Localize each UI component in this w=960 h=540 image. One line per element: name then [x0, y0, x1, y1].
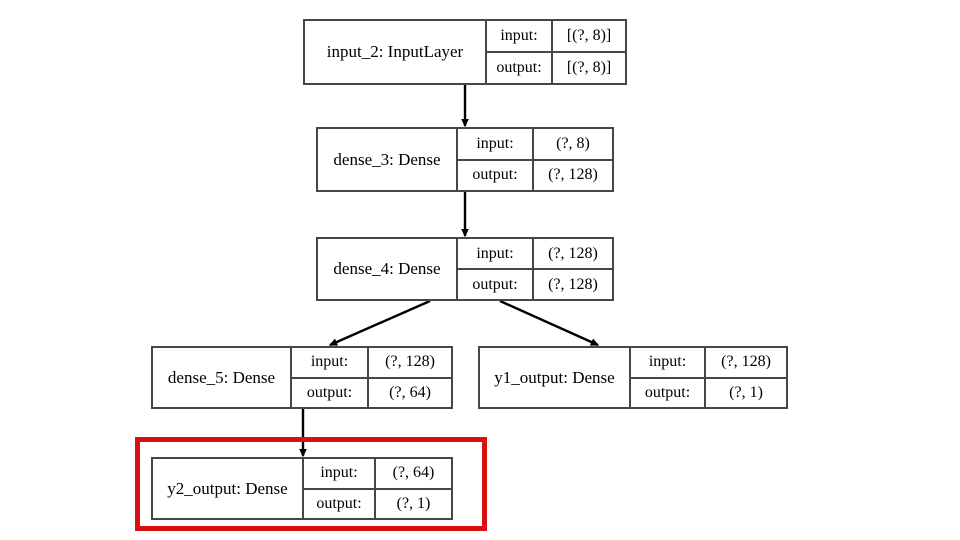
node-y1_output-output-shape: (?, 1) [704, 378, 786, 407]
node-dense_3-input-shape: (?, 8) [532, 129, 612, 159]
node-dense_3-io: input: (?, 8) output: (?, 128) [456, 129, 612, 190]
node-dense_4-output-label: output: [472, 275, 518, 293]
node-dense_4-output-row: output: (?, 128) [458, 270, 612, 299]
node-dense_5-input-shape: (?, 128) [367, 348, 451, 377]
node-dense_5-io: input: (?, 128) output: (?, 64) [290, 348, 451, 407]
node-y1_output-input-label: input: [648, 353, 687, 371]
node-input_2-input-row: input: [(?, 8)] [487, 21, 625, 53]
node-y2_output-input-row: input: (?, 64) [304, 459, 451, 490]
node-y2_output[interactable]: y2_output: Dense input: (?, 64) output: … [151, 457, 453, 520]
node-dense_3-output-shape: (?, 128) [532, 160, 612, 190]
node-dense_4-name: dense_4: Dense [333, 259, 441, 278]
node-dense_5[interactable]: dense_5: Dense input: (?, 128) output: (… [151, 346, 453, 409]
node-y2_output-input-shape: (?, 64) [374, 459, 451, 488]
node-y2_output-name: y2_output: Dense [167, 478, 288, 498]
node-y1_output-input-row: input: (?, 128) [631, 348, 786, 379]
node-dense_3-output-label: output: [472, 166, 518, 184]
node-y2_output-input-label: input: [320, 464, 358, 482]
node-dense_5-name: dense_5: Dense [167, 367, 276, 387]
node-dense_3-input-row: input: (?, 8) [458, 129, 612, 161]
node-input_2-name: input_2: InputLayer [326, 42, 464, 61]
node-input_2-io: input: [(?, 8)] output: [(?, 8)] [485, 21, 625, 83]
node-dense_5-input-label: input: [310, 353, 349, 371]
node-dense_4-output-shape: (?, 128) [532, 270, 612, 299]
node-dense_4-input-shape: (?, 128) [532, 239, 612, 268]
node-y1_output-name: y1_output: Dense [494, 367, 615, 387]
node-input_2[interactable]: input_2: InputLayer input: [(?, 8)] outp… [303, 19, 627, 85]
node-input_2-output-row: output: [(?, 8)] [487, 53, 625, 83]
node-dense_4-input-row: input: (?, 128) [458, 239, 612, 270]
node-y1_output-output-row: output: (?, 1) [631, 378, 786, 407]
node-dense_3-input-label: input: [476, 134, 514, 152]
node-dense_4-io: input: (?, 128) output: (?, 128) [456, 239, 612, 299]
node-y1_output-io: input: (?, 128) output: (?, 1) [629, 348, 786, 407]
node-input_2-output-label: output: [496, 59, 542, 76]
node-dense_5-output-shape: (?, 64) [367, 378, 451, 407]
node-dense_4-input-label: input: [476, 244, 514, 262]
node-input_2-output-shape: [(?, 8)] [551, 53, 625, 83]
node-input_2-input-shape: [(?, 8)] [551, 21, 625, 51]
node-dense_3-output-row: output: (?, 128) [458, 160, 612, 190]
node-dense_3[interactable]: dense_3: Dense input: (?, 8) output: (?,… [316, 127, 614, 192]
node-y2_output-output-label: output: [316, 494, 362, 512]
node-y1_output[interactable]: y1_output: Dense input: (?, 128) output:… [478, 346, 788, 409]
node-dense_4[interactable]: dense_4: Dense input: (?, 128) output: (… [316, 237, 614, 301]
node-dense_5-input-row: input: (?, 128) [292, 348, 451, 379]
node-dense_5-output-label: output: [306, 383, 353, 401]
node-dense_5-output-row: output: (?, 64) [292, 378, 451, 407]
node-input_2-input-label: input: [500, 27, 538, 44]
node-y1_output-output-label: output: [644, 383, 691, 401]
edge-dense_4-dense_5 [328, 299, 431, 347]
edge-dense_4-y1_output [499, 299, 600, 347]
node-y2_output-output-shape: (?, 1) [374, 489, 451, 518]
node-y1_output-input-shape: (?, 128) [704, 348, 786, 377]
node-dense_3-name: dense_3: Dense [333, 149, 441, 169]
node-y2_output-io: input: (?, 64) output: (?, 1) [302, 459, 451, 518]
node-y2_output-output-row: output: (?, 1) [304, 489, 451, 518]
